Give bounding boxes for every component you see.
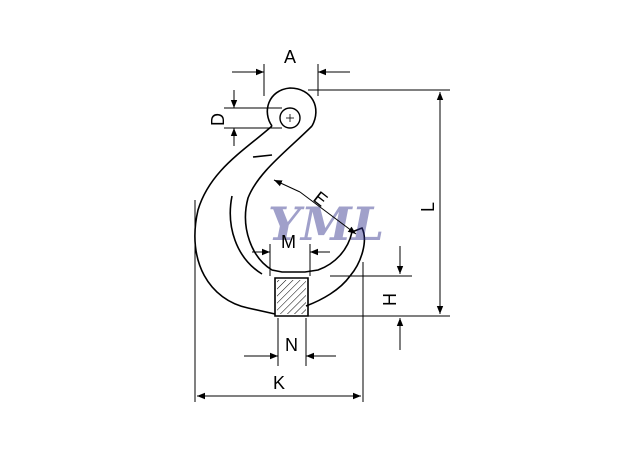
hook-inner-rim — [229, 195, 263, 275]
label-k: K — [273, 373, 285, 393]
label-d: D — [208, 113, 228, 126]
dimension-h — [330, 246, 412, 350]
dimension-a — [232, 64, 350, 96]
hook-outer-curve — [194, 125, 276, 315]
dimension-d — [224, 90, 282, 146]
cross-section-hatch — [277, 280, 306, 314]
dimension-k — [194, 200, 364, 402]
label-l: L — [418, 202, 438, 212]
label-h: H — [380, 293, 400, 306]
eye-hole — [279, 107, 301, 129]
dimension-m — [252, 244, 330, 276]
label-a: A — [284, 47, 296, 67]
label-n: N — [285, 335, 298, 355]
watermark-logo: YML — [268, 197, 384, 251]
label-m: M — [281, 232, 296, 252]
hook-eye-outline — [266, 87, 317, 127]
dimension-e — [273, 179, 357, 235]
hook-inner-curve — [244, 125, 353, 273]
dimension-n — [244, 318, 336, 366]
dimension-l — [308, 89, 450, 317]
